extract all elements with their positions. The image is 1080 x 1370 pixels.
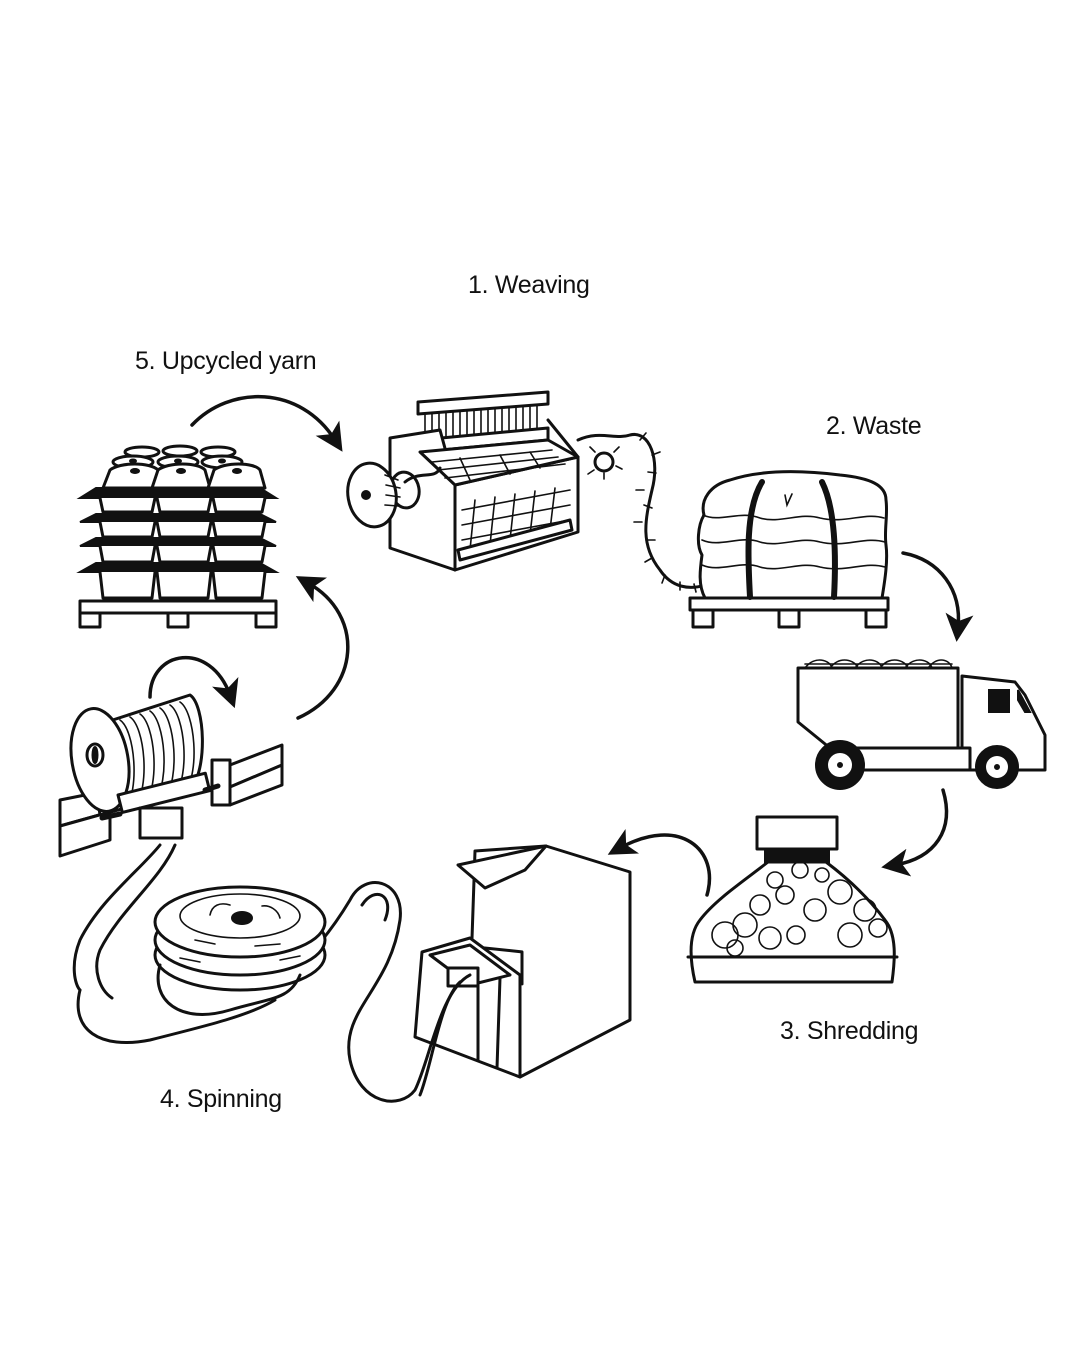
waste-bale-illustration <box>688 470 890 629</box>
spinning-machine-illustration <box>72 843 632 1103</box>
step-label-shredding: 3. Shredding <box>780 1017 919 1045</box>
step-label-spinning: 4. Spinning <box>160 1085 282 1113</box>
winder-illustration <box>58 693 284 858</box>
arrow-spool-rotation <box>148 655 239 709</box>
arrow-truck-to-shredder <box>881 788 949 877</box>
yarn-cone-tiers <box>76 444 280 600</box>
arrow-waste-to-truck <box>901 551 974 642</box>
yarn-pallet-illustration <box>76 444 280 629</box>
arrow-spinning-to-yarn <box>295 576 350 720</box>
loom-illustration <box>346 390 707 593</box>
step-label-upcycled-yarn: 5. Upcycled yarn <box>135 347 317 375</box>
shredder-illustration <box>686 815 899 984</box>
step-label-waste: 2. Waste <box>826 412 922 440</box>
arrow-shredder-to-spinning <box>607 828 712 897</box>
truck-illustration <box>796 659 1047 790</box>
arrow-yarn-to-weaving <box>190 395 343 452</box>
step-label-weaving: 1. Weaving <box>468 271 590 299</box>
